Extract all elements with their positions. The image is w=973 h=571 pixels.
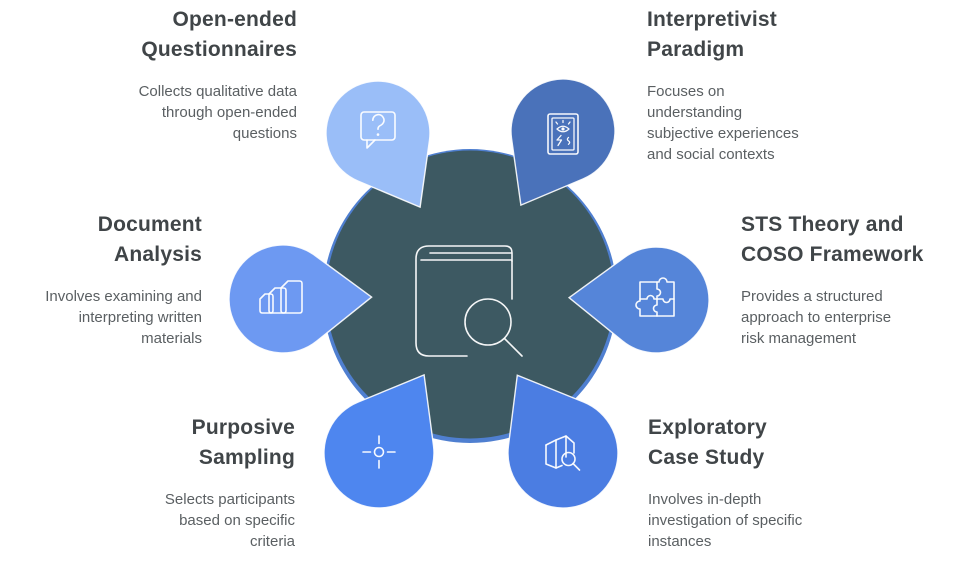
node-title-interpretivist-paradigm: Interpretivist Paradigm bbox=[647, 8, 777, 61]
map-search-icon bbox=[545, 435, 581, 471]
node-desc-interpretivist-paradigm: Focuses on understanding subjective expe… bbox=[647, 83, 799, 163]
documents-icon bbox=[259, 280, 303, 314]
pin-sts-theory-coso-framework bbox=[567, 246, 710, 354]
node-title-purposive-sampling: Purposive Sampling bbox=[191, 416, 295, 469]
node-title-exploratory-case-study: Exploratory Case Study bbox=[648, 416, 767, 469]
node-block-document-analysis: Document Analysis Involves examining and… bbox=[45, 210, 202, 349]
insight-card-icon bbox=[547, 113, 579, 155]
node-title-document-analysis: Document Analysis bbox=[97, 213, 202, 266]
node-desc-document-analysis: Involves examining and interpreting writ… bbox=[45, 288, 202, 347]
center-circle bbox=[326, 150, 614, 439]
crosshair-icon bbox=[362, 435, 396, 469]
node-desc-sts-theory-coso-framework: Provides a structured approach to enterp… bbox=[741, 288, 892, 347]
node-block-purposive-sampling: Purposive Sampling Selects participants … bbox=[165, 413, 295, 552]
node-title-sts-theory-coso-framework: STS Theory and COSO Framework bbox=[741, 213, 924, 266]
pin-exploratory-case-study bbox=[507, 374, 619, 509]
node-desc-purposive-sampling: Selects participants based on specific c… bbox=[164, 491, 295, 550]
node-desc-exploratory-case-study: Involves in-depth investigation of speci… bbox=[648, 491, 803, 550]
pin-document-analysis bbox=[228, 244, 373, 354]
node-title-open-ended-questionnaires: Open-ended Questionnaires bbox=[141, 8, 297, 61]
node-block-interpretivist-paradigm: Interpretivist Paradigm Focuses on under… bbox=[647, 5, 799, 165]
book-search-icon bbox=[415, 245, 523, 357]
puzzle-icon bbox=[635, 277, 675, 317]
pin-interpretivist-paradigm bbox=[510, 78, 616, 207]
node-desc-open-ended-questionnaires: Collects qualitative data through open-e… bbox=[138, 83, 297, 142]
node-block-open-ended-questionnaires: Open-ended Questionnaires Collects quali… bbox=[139, 5, 297, 144]
pin-open-ended-questionnaires bbox=[325, 80, 431, 209]
node-block-sts-theory-coso-framework: STS Theory and COSO Framework Provides a… bbox=[741, 210, 924, 349]
question-bubble-icon bbox=[360, 111, 396, 149]
node-block-exploratory-case-study: Exploratory Case Study Involves in-depth… bbox=[648, 413, 802, 552]
